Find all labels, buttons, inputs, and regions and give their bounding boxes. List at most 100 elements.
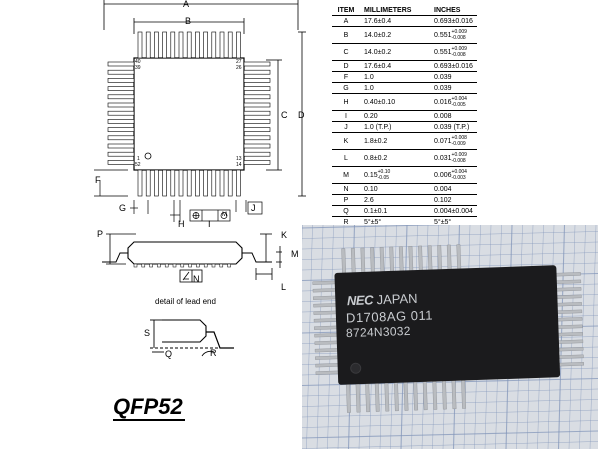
- side-lead: [219, 263, 224, 268]
- lead-detail-caption: detail of lead end: [155, 297, 216, 306]
- mm-value: 0.8±0.2: [364, 154, 388, 162]
- dim-label-q: Q: [165, 349, 173, 359]
- grid-line: [327, 225, 334, 449]
- lead: [243, 78, 271, 83]
- in-tol-top: +0.009: [451, 152, 467, 158]
- table-cell-mm: 1.0: [360, 82, 430, 94]
- lead: [145, 31, 151, 59]
- dim-label-p: P: [97, 229, 104, 239]
- dim-label-n: N: [193, 274, 200, 284]
- table-row: K 1.8±0.2 0.071+0.008-0.009: [332, 132, 477, 150]
- dim-label-b: B: [185, 16, 192, 26]
- table-header-item: ITEM: [332, 5, 360, 16]
- lead: [243, 110, 271, 116]
- table-cell-item: K: [332, 132, 360, 150]
- pin-number-52: 52: [135, 162, 141, 168]
- dim-label-m-circle: M: [222, 212, 227, 218]
- in-tolerance: +0.008-0.009: [452, 135, 467, 147]
- mm-value: 0.10: [364, 185, 378, 193]
- side-lead: [149, 263, 153, 268]
- in-tol-top: +0.004: [451, 169, 467, 175]
- in-value: 5°±5°: [434, 218, 452, 226]
- in-tol-bottom: -0.009: [451, 141, 466, 147]
- dim-label-k: K: [281, 230, 288, 240]
- mm-value: 17.6±0.4: [364, 17, 392, 25]
- lead: [170, 169, 176, 197]
- table-cell-item: I: [332, 110, 360, 122]
- mm-value: 1.0: [364, 73, 374, 81]
- table-header-in: INCHES: [430, 5, 477, 16]
- top-view-drawing: [94, 0, 306, 222]
- lead: [145, 169, 151, 197]
- lead: [107, 78, 135, 83]
- lead: [203, 169, 208, 197]
- side-lead: [164, 263, 169, 268]
- in-tolerance: +0.009-0.008: [452, 46, 467, 58]
- lead: [227, 169, 233, 197]
- dim-label-r: R: [210, 348, 217, 358]
- pin-number-26: 26: [236, 65, 242, 71]
- lead: [107, 143, 135, 149]
- side-lead: [133, 263, 138, 268]
- lead: [243, 86, 271, 91]
- table-cell-in: 0.016+0.004-0.005: [430, 93, 477, 111]
- table-cell-in: 0.071+0.008-0.009: [430, 132, 477, 150]
- pin-number-27: 27: [236, 59, 242, 65]
- table-cell-item: P: [332, 194, 360, 206]
- lead: [227, 31, 233, 59]
- lead: [162, 169, 167, 197]
- package-title: QFP52: [113, 394, 185, 421]
- lead: [219, 169, 225, 197]
- table-cell-mm: 1.0: [360, 71, 430, 83]
- in-tol-top: +0.008: [451, 135, 467, 141]
- table-cell-mm: 17.6±0.4: [360, 60, 430, 72]
- table-cell-mm: 0.10: [360, 183, 430, 195]
- lead: [107, 102, 135, 108]
- table-cell-item: Q: [332, 205, 360, 217]
- table-cell-mm: 14.0±0.2: [360, 26, 430, 44]
- table-cell-mm: 1.8±0.2: [360, 132, 430, 150]
- mm-value: 0.15: [364, 171, 378, 179]
- grid-line: [302, 420, 598, 428]
- lead: [243, 151, 271, 157]
- side-lead: [188, 263, 192, 268]
- table-cell-mm: 0.20: [360, 110, 430, 122]
- in-tolerance: +0.009-0.008: [452, 152, 467, 164]
- table-cell-in: 0.008: [430, 110, 477, 122]
- dim-label-i: I: [208, 219, 211, 229]
- lead: [107, 110, 135, 116]
- lead: [186, 169, 192, 197]
- chip-photo: NEC JAPAN D1708AG 011 8724N3032: [302, 225, 598, 449]
- lead: [107, 151, 135, 157]
- lead: [137, 31, 143, 59]
- mm-value: 1.0 (T.P.): [364, 123, 392, 131]
- mm-value: 1.8±0.2: [364, 137, 388, 145]
- dim-label-s: S: [144, 328, 151, 338]
- lead: [107, 86, 135, 91]
- chip-group: [312, 244, 584, 413]
- table-cell-in: 0.693±0.016: [430, 60, 477, 72]
- dim-label-j: J: [251, 203, 256, 213]
- in-value: 0.004±0.004: [434, 207, 473, 215]
- in-value: 0.551: [434, 48, 452, 56]
- table-cell-in: 0.693±0.016: [430, 15, 477, 27]
- lead: [243, 102, 271, 108]
- dim-label-d: D: [298, 110, 305, 120]
- mm-tol-top: +0.10: [377, 169, 391, 175]
- lead: [162, 31, 167, 59]
- lead: [195, 169, 200, 197]
- side-view-drawing: [102, 233, 282, 283]
- lead: [107, 127, 135, 132]
- pin1-dimple: [350, 362, 362, 374]
- in-value: 0.071: [434, 137, 452, 145]
- grid-line: [302, 231, 598, 239]
- lead: [243, 135, 271, 141]
